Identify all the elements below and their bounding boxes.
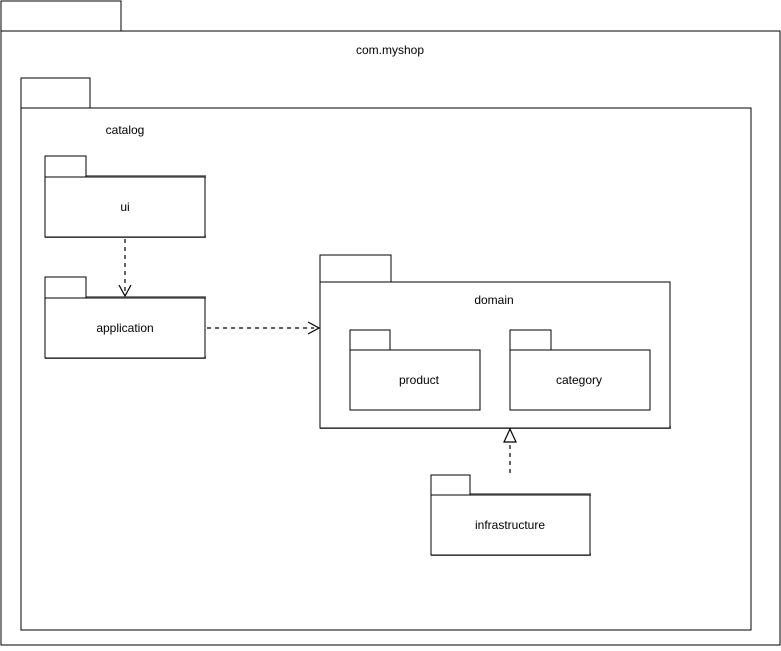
package-tab-product bbox=[349, 329, 391, 351]
package-label-ui: ui bbox=[120, 200, 129, 214]
package-category[interactable]: category bbox=[509, 329, 651, 411]
package-label-catalog: catalog bbox=[106, 123, 145, 137]
package-tab-catalog bbox=[20, 77, 91, 109]
package-body-category bbox=[509, 349, 651, 411]
package-tab-category bbox=[509, 329, 552, 351]
package-label-com-myshop: com.myshop bbox=[356, 43, 424, 57]
package-tab-ui bbox=[44, 155, 87, 178]
package-body-application bbox=[44, 297, 206, 359]
package-infrastructure[interactable]: infrastructure bbox=[430, 474, 591, 556]
package-tab-domain bbox=[319, 254, 392, 283]
package-body-infrastructure bbox=[430, 494, 591, 556]
edge-application-to-domain[interactable] bbox=[207, 321, 321, 335]
package-label-product: product bbox=[399, 373, 440, 387]
package-body-product bbox=[349, 349, 481, 411]
package-label-domain: domain bbox=[474, 293, 513, 307]
package-product[interactable]: product bbox=[349, 329, 481, 411]
edge-infrastructure-to-domain[interactable] bbox=[503, 427, 517, 473]
arrowhead-hollow-triangle-infrastructure-to-domain bbox=[503, 427, 517, 443]
arrowhead-open-application-to-domain bbox=[307, 321, 321, 335]
edge-ui-to-application[interactable] bbox=[118, 239, 132, 298]
package-tab-application bbox=[44, 276, 87, 299]
package-label-infrastructure: infrastructure bbox=[475, 518, 545, 532]
package-tab-infrastructure bbox=[430, 474, 471, 496]
package-label-category: category bbox=[556, 373, 602, 387]
package-label-application: application bbox=[96, 321, 153, 335]
package-domain[interactable]: domain product category bbox=[319, 254, 671, 429]
package-application[interactable]: application bbox=[44, 276, 206, 359]
package-ui[interactable]: ui bbox=[44, 155, 206, 238]
package-tab-com-myshop bbox=[0, 0, 122, 32]
arrowhead-open-ui-to-application bbox=[118, 284, 132, 298]
package-body-ui bbox=[44, 176, 206, 238]
